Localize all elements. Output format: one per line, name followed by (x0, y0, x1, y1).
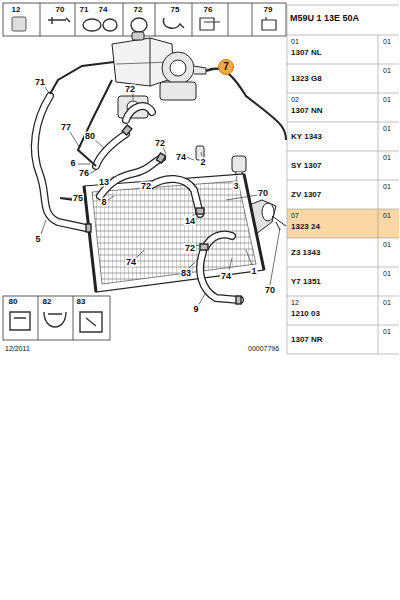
hose-body (35, 96, 240, 300)
callout-number: 2 (199, 158, 206, 167)
table-cell: 01 (383, 270, 391, 277)
hose-outline (35, 96, 240, 300)
callout-number: 70 (257, 189, 269, 198)
callout-number: 5 (34, 235, 41, 244)
table-cell: 01 (383, 212, 391, 219)
part-number: ZV 1307 (291, 191, 321, 199)
icon-number: 75 (171, 6, 180, 14)
icon-number: 80 (9, 298, 18, 306)
table-cell: 01 (383, 241, 391, 248)
table-cell: 01 (291, 38, 299, 45)
part-number: Y7 1351 (291, 278, 321, 286)
callout-number: 74 (125, 258, 137, 267)
callout-number: 72 (140, 182, 152, 191)
callout-number: 14 (184, 217, 196, 226)
footer-note: 12/2011 (5, 345, 30, 352)
part-number: Z3 1343 (291, 249, 320, 257)
callout-number: 72 (184, 244, 196, 253)
part-number: 1323 24 (291, 223, 320, 231)
pipes (50, 62, 286, 200)
water-outlet-housing (160, 52, 206, 100)
table-cell: 01 (383, 299, 391, 306)
icon-number: 70 (56, 6, 65, 14)
callout-number: 77 (60, 123, 72, 132)
callout-number: 80 (84, 132, 96, 141)
table-cell: 01 (383, 328, 391, 335)
table-cell: 01 (383, 38, 391, 45)
callout-number: 72 (124, 85, 136, 94)
part-number: 1323 G8 (291, 75, 322, 83)
icon-number: 83 (77, 298, 86, 306)
part-number: SY 1307 (291, 162, 322, 170)
hose-clamps (86, 125, 241, 304)
callout-number: 9 (192, 305, 199, 314)
footer-note: 00007796 (248, 345, 279, 352)
callout-number: 70 (264, 286, 276, 295)
callout-number: 1 (250, 267, 257, 276)
table-cell: 01 (383, 183, 391, 190)
callout-number: 83 (180, 269, 192, 278)
callout-number: 7 (218, 62, 234, 72)
leader-lines (41, 69, 280, 304)
callout-number: 3 (232, 182, 239, 191)
table-cell: 01 (383, 96, 391, 103)
callout-number: 8 (100, 198, 107, 207)
icon-number: 79 (264, 6, 273, 14)
part-number: 1307 NN (291, 107, 323, 115)
part-number: 1307 NL (291, 49, 322, 57)
icon-strip (3, 3, 286, 36)
icon-strip-bottom (3, 296, 110, 340)
table-cell: 01 (383, 154, 391, 161)
icon-number: 82 (43, 298, 52, 306)
icon-number: 12 (12, 6, 21, 14)
callout-number: 6 (69, 159, 76, 168)
callout-number: 74 (175, 153, 187, 162)
diagram-code: M59U 1 13E 50A (290, 14, 359, 23)
icon-number: 74 (99, 6, 108, 14)
radiator (84, 174, 264, 292)
table-cell: 12 (291, 299, 299, 306)
callout-number: 76 (78, 169, 90, 178)
callout-number: 72 (154, 139, 166, 148)
callout-number: 71 (34, 78, 46, 87)
table-cell: 01 (383, 125, 391, 132)
callout-number: 74 (220, 272, 232, 281)
icon-number: 72 (134, 6, 143, 14)
callout-highlight: 7 (218, 59, 234, 75)
icon-number: 71 (80, 6, 89, 14)
part-number: 1210 03 (291, 310, 320, 318)
table-cell: 01 (383, 67, 391, 74)
table-cell: 02 (291, 96, 299, 103)
icon-number: 76 (204, 6, 213, 14)
callout-number: 75 (72, 194, 84, 203)
table-cell: 07 (291, 212, 299, 219)
callout-number: 13 (98, 178, 110, 187)
parts-table-grid (287, 5, 399, 354)
part-number: KY 1343 (291, 133, 322, 141)
part-number: 1307 NR (291, 336, 323, 344)
